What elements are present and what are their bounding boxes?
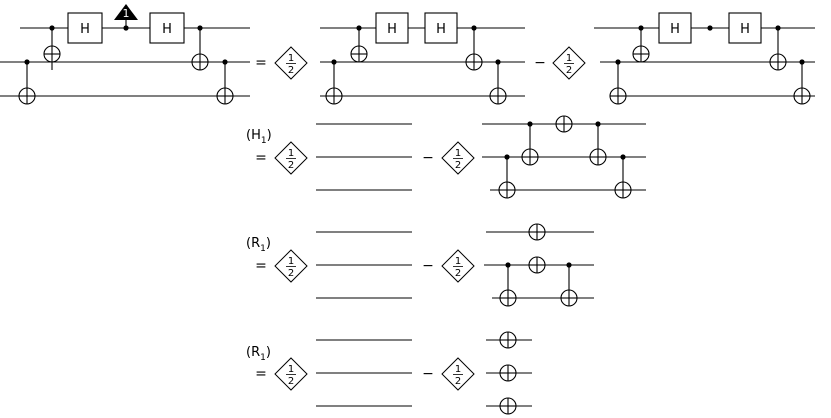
half-coefficient-diamond: 1 2 bbox=[441, 249, 475, 283]
svg-text:−: − bbox=[422, 150, 434, 166]
half-coefficient-diamond: 1 2 bbox=[274, 141, 308, 175]
control-dot bbox=[707, 25, 713, 31]
x-gate bbox=[499, 331, 517, 349]
svg-text:2: 2 bbox=[455, 376, 461, 387]
hadamard-gate: H bbox=[424, 12, 458, 44]
svg-text:H: H bbox=[740, 22, 750, 37]
svg-text:−: − bbox=[422, 258, 434, 274]
x-gate bbox=[528, 256, 546, 274]
x-gate bbox=[555, 115, 573, 133]
cnot-target bbox=[18, 87, 36, 105]
svg-text:H: H bbox=[436, 22, 446, 37]
x-gate bbox=[528, 223, 546, 241]
svg-text:1: 1 bbox=[455, 148, 461, 159]
cnot-target bbox=[793, 87, 811, 105]
svg-text:=: = bbox=[255, 258, 267, 274]
cnot-target bbox=[614, 181, 632, 199]
hadamard-gate: H bbox=[67, 12, 103, 44]
cnot-target bbox=[589, 148, 607, 166]
minus-sign: − bbox=[534, 55, 546, 71]
x-gate bbox=[499, 364, 517, 382]
svg-text:2: 2 bbox=[288, 160, 294, 171]
svg-text:1: 1 bbox=[566, 53, 572, 64]
cnot-target bbox=[325, 87, 343, 105]
half-coefficient-diamond: 1 2 bbox=[441, 141, 475, 175]
svg-text:H: H bbox=[162, 22, 172, 37]
cnot-target bbox=[489, 87, 507, 105]
cnot-target bbox=[191, 53, 209, 71]
svg-text:H: H bbox=[670, 22, 680, 37]
hadamard-gate: H bbox=[149, 12, 185, 44]
svg-text:1: 1 bbox=[123, 7, 130, 20]
svg-text:H: H bbox=[80, 22, 90, 37]
svg-text:1: 1 bbox=[288, 364, 294, 375]
cnot-target bbox=[521, 148, 539, 166]
half-coefficient-diamond: 1 2 bbox=[274, 357, 308, 391]
cnot-target bbox=[769, 53, 787, 71]
cnot-target bbox=[465, 53, 483, 71]
rule-label: (H1) bbox=[246, 128, 272, 146]
svg-text:2: 2 bbox=[566, 65, 572, 76]
svg-text:1: 1 bbox=[288, 256, 294, 267]
cnot-target bbox=[216, 87, 234, 105]
cnot-target bbox=[560, 289, 578, 307]
svg-text:2: 2 bbox=[288, 376, 294, 387]
control-dot bbox=[49, 25, 55, 31]
rule-step-3: (R1) = 1 2 − 1 2 bbox=[246, 331, 532, 415]
cnot-target bbox=[632, 45, 650, 63]
half-coefficient-diamond: 1 2 bbox=[274, 249, 308, 283]
svg-text:1: 1 bbox=[455, 256, 461, 267]
rule-step-2: (R1) = 1 2 − 1 2 bbox=[246, 223, 594, 307]
svg-text:2: 2 bbox=[288, 65, 294, 76]
equals-sign: = bbox=[255, 55, 267, 71]
svg-text:1: 1 bbox=[455, 364, 461, 375]
svg-text:1: 1 bbox=[288, 148, 294, 159]
term2-circuit: H H bbox=[594, 12, 815, 105]
cnot-target bbox=[350, 45, 368, 63]
half-coefficient-diamond: 1 2 bbox=[441, 357, 475, 391]
svg-text:=: = bbox=[255, 366, 267, 382]
cnot-target bbox=[499, 289, 517, 307]
hadamard-gate: H bbox=[728, 12, 762, 44]
svg-text:H: H bbox=[387, 22, 397, 37]
svg-text:=: = bbox=[255, 150, 267, 166]
svg-text:2: 2 bbox=[288, 268, 294, 279]
cnot-target bbox=[43, 45, 61, 63]
rule-label: (R1) bbox=[246, 236, 271, 254]
control-dot bbox=[24, 59, 30, 65]
svg-text:1: 1 bbox=[288, 53, 294, 64]
term1-circuit: H H bbox=[320, 12, 525, 105]
half-coefficient-diamond: 1 2 bbox=[552, 46, 586, 80]
svg-text:−: − bbox=[422, 366, 434, 382]
rule-label: (R1) bbox=[246, 345, 271, 363]
svg-text:2: 2 bbox=[455, 160, 461, 171]
hadamard-gate: H bbox=[375, 12, 409, 44]
cnot-target bbox=[609, 87, 627, 105]
cnot-target bbox=[498, 181, 516, 199]
hadamard-gate: H bbox=[658, 12, 692, 44]
svg-text:2: 2 bbox=[455, 268, 461, 279]
measurement-triangle-icon: 1 bbox=[114, 4, 138, 31]
lhs-circuit: H 1 H bbox=[0, 4, 250, 105]
x-gate bbox=[499, 397, 517, 415]
rule-step-1: (H1) = 1 2 − 1 2 bbox=[246, 115, 646, 199]
half-coefficient-diamond: 1 2 bbox=[274, 46, 308, 80]
